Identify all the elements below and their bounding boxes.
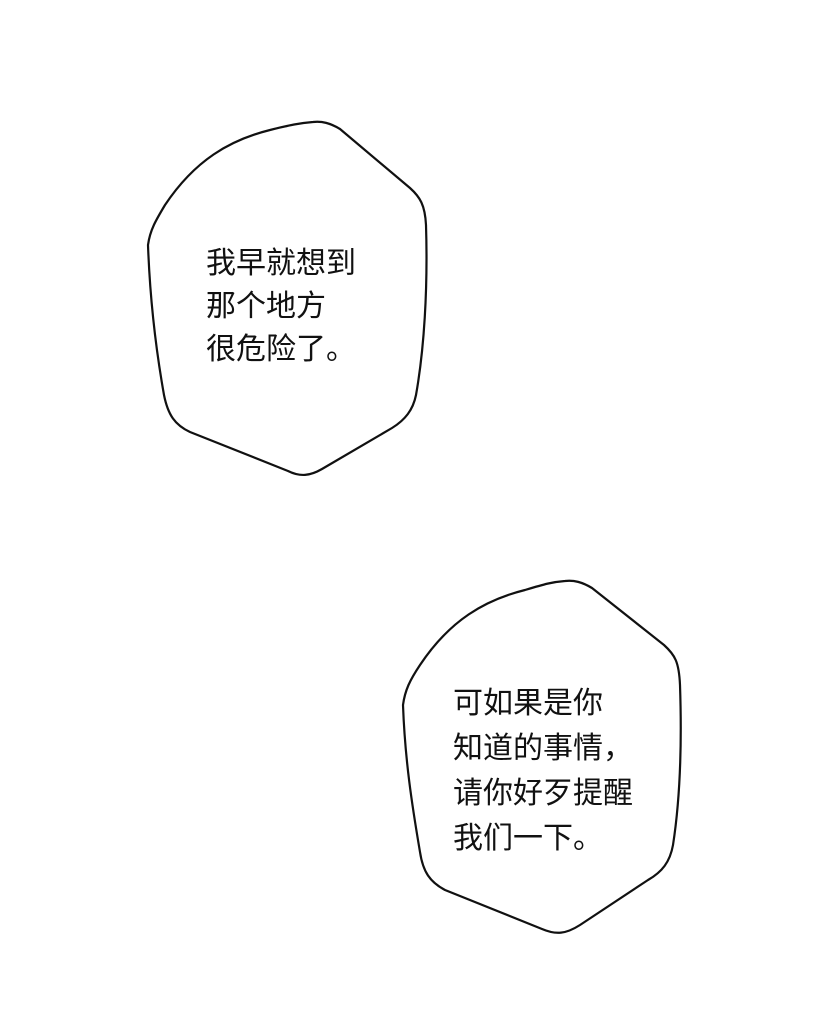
dialogue-line: 很危险了。	[206, 332, 356, 367]
dialogue-line: 那个地方	[206, 289, 326, 324]
dialogue-line: 我们一下。	[453, 821, 603, 856]
dialogue-line: 请你好歹提醒	[453, 776, 633, 811]
speech-bubble-1-outline	[146, 120, 428, 476]
speech-bubble-1-text: 我早就想到 那个地方 很危险了。	[206, 242, 356, 371]
dialogue-line: 可如果是你	[453, 686, 603, 721]
dialogue-line: 知道的事情，	[453, 731, 633, 766]
dialogue-line: 我早就想到	[206, 246, 356, 281]
speech-bubble-2-text: 可如果是你 知道的事情， 请你好歹提醒 我们一下。	[453, 681, 633, 861]
speech-bubble-2-outline	[401, 579, 682, 934]
